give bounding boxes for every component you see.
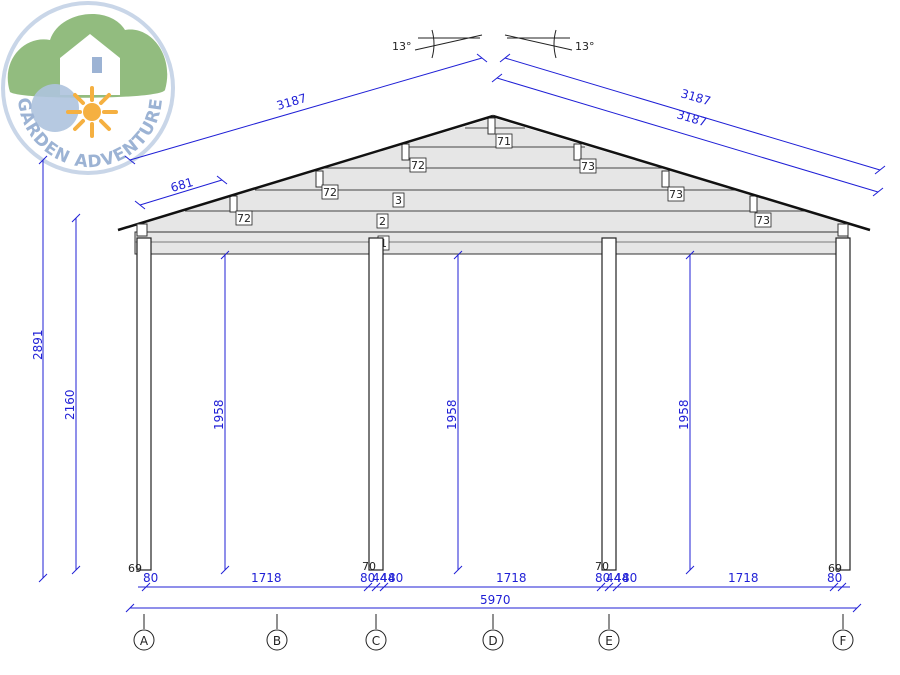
logo-ring bbox=[1, 1, 175, 175]
beam-tag-73-top: 73 bbox=[581, 160, 595, 173]
angle-indicator-right bbox=[504, 29, 573, 59]
logo-sun-icon bbox=[66, 86, 118, 138]
roof-gable-fill bbox=[135, 118, 850, 232]
height-total-label: 2891 bbox=[31, 329, 45, 360]
width-post-f: 80 bbox=[827, 571, 842, 585]
logo-house-window bbox=[92, 57, 102, 73]
angle-left-label: 13° bbox=[392, 40, 412, 53]
beam-tag-72-top: 72 bbox=[411, 159, 425, 172]
post-f bbox=[835, 237, 851, 571]
width-total: 5970 bbox=[480, 593, 511, 607]
beam-end-left bbox=[136, 223, 148, 237]
beam-tag-71: 71 bbox=[497, 135, 511, 148]
base-offset-right: 69 bbox=[828, 562, 842, 575]
width-gap-e2: 44 bbox=[614, 571, 629, 585]
purlin-brackets bbox=[229, 117, 758, 213]
beam-tag-73-low: 73 bbox=[756, 214, 770, 227]
logo-blue-disc bbox=[31, 84, 79, 132]
beam-tag-72-mid: 72 bbox=[323, 186, 337, 199]
axis-markers bbox=[133, 614, 854, 651]
angle-indicator-left bbox=[414, 29, 483, 59]
post-e bbox=[601, 237, 617, 571]
width-post-c-right: 80 bbox=[388, 571, 403, 585]
width-post-a: 80 bbox=[143, 571, 158, 585]
beam-end-right bbox=[837, 223, 849, 237]
width-post-e-right: 80 bbox=[622, 571, 637, 585]
posts bbox=[136, 237, 851, 571]
axis-label-f: F bbox=[840, 634, 847, 648]
width-gap-c1: 44 bbox=[372, 571, 387, 585]
axis-label-a: A bbox=[140, 634, 149, 648]
width-gap-e1: 44 bbox=[606, 571, 621, 585]
height-dimension-lines bbox=[38, 155, 695, 583]
beam-tag-3: 3 bbox=[395, 194, 402, 207]
base-offset-c: 70 bbox=[362, 560, 376, 573]
ring-beam bbox=[134, 231, 849, 255]
width-span-ef: 1718 bbox=[728, 571, 759, 585]
garden-adventure-logo: GARDEN ADVENTURE bbox=[1, 1, 175, 175]
axis-label-e: E bbox=[605, 634, 613, 648]
beam-tag-73-mid: 73 bbox=[669, 188, 683, 201]
clear-height-right-label: 1958 bbox=[677, 399, 691, 430]
base-offset-e: 70 bbox=[595, 560, 609, 573]
beam-tag-72-low: 72 bbox=[237, 212, 251, 225]
axis-label-d: D bbox=[488, 634, 497, 648]
height-wall-label: 2160 bbox=[63, 389, 77, 420]
slope-right-inner-label: 3187 bbox=[675, 107, 708, 129]
roof-line-right bbox=[492, 114, 871, 232]
width-span-cd: 1718 bbox=[496, 571, 527, 585]
axis-label-b: B bbox=[273, 634, 281, 648]
base-offset-left: 69 bbox=[128, 562, 142, 575]
roof-dimension-lines bbox=[124, 53, 886, 210]
post-c bbox=[368, 237, 384, 571]
clear-height-left-label: 1958 bbox=[212, 399, 226, 430]
logo-house-icon bbox=[60, 34, 120, 95]
width-dimension-lines bbox=[125, 582, 862, 613]
width-span-ab: 1718 bbox=[251, 571, 282, 585]
clear-height-mid-label: 1958 bbox=[445, 399, 459, 430]
axis-label-c: C bbox=[372, 634, 380, 648]
overhang-label: 681 bbox=[169, 175, 195, 195]
slope-right-outer-label: 3187 bbox=[679, 86, 712, 108]
width-gap-c2: 44 bbox=[380, 571, 395, 585]
beam-tag-2: 2 bbox=[379, 215, 386, 228]
width-post-c-left: 80 bbox=[360, 571, 375, 585]
angle-right-label: 13° bbox=[575, 40, 595, 53]
post-a bbox=[136, 237, 152, 571]
width-post-e-left: 80 bbox=[595, 571, 610, 585]
roof-line-left bbox=[117, 114, 494, 232]
roof-structure bbox=[117, 114, 871, 255]
